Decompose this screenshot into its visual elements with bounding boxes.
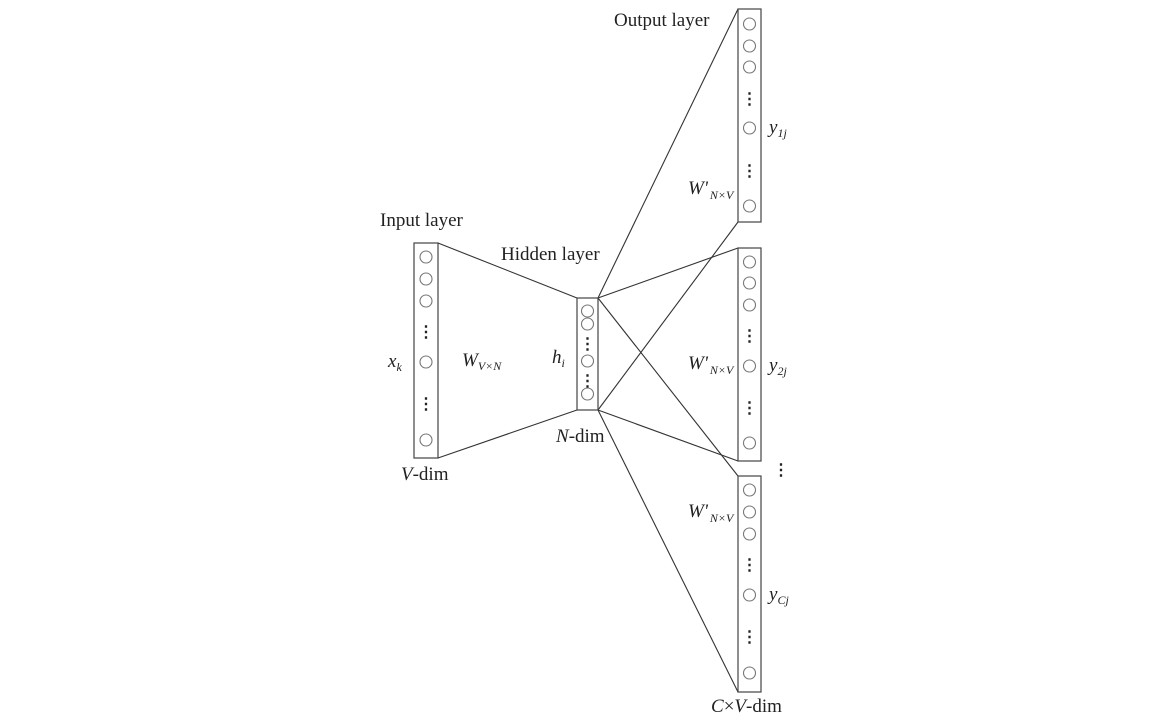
output-1-node: [742, 60, 757, 74]
output-c-box: [737, 475, 762, 693]
wp-prime: ': [704, 353, 709, 374]
y2j-sub: 2j: [777, 364, 787, 378]
ycj-sub: Cj: [777, 593, 789, 607]
xk-symbol: xk: [387, 351, 402, 374]
input-node: [419, 250, 433, 264]
n-dim-label: N-dim: [555, 426, 605, 447]
output-c-ellipsis-1: ⋮: [742, 557, 758, 574]
input-layer: ⋮ ⋮: [413, 242, 439, 459]
wp-prime: ': [704, 501, 709, 522]
output-2-node: [742, 436, 757, 450]
hidden-node-hi: [580, 354, 595, 368]
hidden-node: [580, 387, 595, 401]
w-prime-nxv-symbol-2: W'N×V: [688, 353, 735, 377]
output-c-ellipsis-2: ⋮: [742, 629, 758, 646]
n-dim-rest: -dim: [569, 426, 605, 447]
ycj-main: y: [767, 584, 778, 605]
edge-hidden-to-output1-bottom: [597, 221, 739, 411]
edge-hidden-to-outputc-top: [597, 297, 739, 477]
output-2-node: [742, 276, 757, 290]
output-1-ellipsis-1: ⋮: [742, 91, 758, 108]
hidden-ellipsis-1: ⋮: [580, 336, 596, 353]
wp-prime: ': [704, 178, 709, 199]
output-1-node-y1j: [742, 121, 757, 135]
output-layer-title: Output layer: [614, 10, 710, 31]
input-node: [419, 294, 433, 308]
hi-main: h: [552, 347, 562, 368]
hidden-node: [580, 317, 595, 331]
xk-sub: k: [396, 360, 402, 374]
output-c-node: [742, 505, 757, 519]
output-1-box: [737, 8, 762, 223]
wp-main: W: [688, 178, 706, 199]
n-dim-n: N: [555, 426, 570, 447]
hidden-layer-title: Hidden layer: [501, 244, 600, 265]
v-dim-v: V: [401, 464, 415, 485]
output-c-node: [742, 666, 757, 680]
output-2-node: [742, 255, 757, 269]
y1j-main: y: [767, 117, 778, 138]
wp-main: W: [688, 353, 706, 374]
w-vxn-symbol: WV×N: [462, 350, 502, 373]
hi-symbol: hi: [552, 347, 565, 370]
cv-dim-c: C: [711, 696, 724, 717]
xk-main: x: [387, 351, 397, 372]
input-node: [419, 433, 433, 447]
wp-sub: N×V: [709, 363, 735, 377]
edge-hidden-to-output2-bottom: [597, 409, 739, 462]
output-2-ellipsis-2: ⋮: [742, 400, 758, 417]
ycj-symbol: yCj: [767, 584, 789, 607]
hidden-layer: ⋮ ⋮: [576, 297, 599, 411]
cv-dim-times: ×: [724, 696, 735, 717]
output-c-node: [742, 483, 757, 497]
w-prime-nxv-symbol-3: W'N×V: [688, 501, 735, 525]
input-layer-title: Input layer: [380, 210, 464, 231]
edge-input-top-to-hidden: [437, 242, 578, 299]
hi-sub: i: [562, 356, 565, 370]
edge-hidden-to-output1-top: [597, 8, 739, 299]
y2j-main: y: [767, 355, 778, 376]
output-layer-2: ⋮ ⋮: [737, 247, 762, 462]
cv-dim-rest: -dim: [746, 696, 782, 717]
hidden-node: [580, 304, 595, 318]
edge-hidden-to-output2-top: [597, 247, 739, 299]
connection-lines: [437, 8, 739, 693]
output-2-node-y2j: [742, 359, 757, 373]
wp-main: W: [688, 501, 706, 522]
cv-dim-label: C×V-dim: [711, 696, 782, 717]
output-1-node: [742, 39, 757, 53]
wp-sub: N×V: [709, 511, 735, 525]
cv-dim-v: V: [734, 696, 748, 717]
edge-hidden-to-outputc-bottom: [597, 409, 739, 693]
output-2-node: [742, 298, 757, 312]
w-main: W: [462, 350, 480, 371]
v-dim-rest: -dim: [413, 464, 449, 485]
y1j-sub: 1j: [777, 126, 787, 140]
output-blocks-ellipsis: ⋮: [773, 462, 789, 479]
output-2-ellipsis-1: ⋮: [742, 328, 758, 345]
y2j-symbol: y2j: [767, 355, 787, 378]
output-1-node: [742, 17, 757, 31]
v-dim-label: V-dim: [401, 464, 449, 485]
output-layer-1: ⋮ ⋮: [737, 8, 762, 223]
w-sub: V×N: [478, 359, 502, 373]
input-node: [419, 272, 433, 286]
edge-input-bottom-to-hidden: [437, 409, 578, 459]
output-layer-c: ⋮ ⋮: [737, 475, 762, 693]
hidden-ellipsis-2: ⋮: [580, 373, 596, 390]
input-ellipsis-2: ⋮: [418, 396, 434, 413]
output-2-box: [737, 247, 762, 462]
output-c-node: [742, 527, 757, 541]
w-prime-nxv-symbol-1: W'N×V: [688, 178, 735, 202]
output-c-node-ycj: [742, 588, 757, 602]
y1j-symbol: y1j: [767, 117, 787, 140]
input-node-xk: [419, 355, 433, 369]
output-1-node: [742, 199, 757, 213]
output-1-ellipsis-2: ⋮: [742, 163, 758, 180]
wp-sub: N×V: [709, 188, 735, 202]
input-ellipsis-1: ⋮: [418, 324, 434, 341]
